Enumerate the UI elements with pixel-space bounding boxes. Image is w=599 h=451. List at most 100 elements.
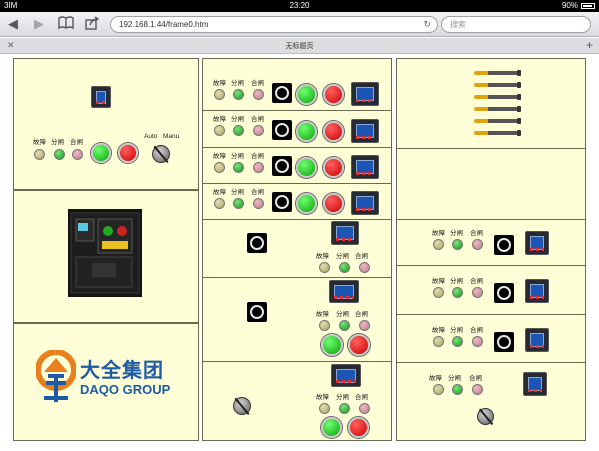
start-button[interactable] — [296, 84, 317, 105]
middle-column: 故障 分闸 合闸 故障 分闸 合闸 故障 — [202, 58, 392, 441]
small-meter-icon[interactable] — [91, 86, 111, 108]
battery-status: 90% — [562, 0, 595, 12]
power-meter[interactable] — [351, 82, 379, 106]
back-arrow-icon[interactable]: ◀ — [8, 16, 18, 31]
start-button[interactable] — [296, 157, 317, 178]
switch-status-ring[interactable] — [272, 83, 292, 103]
reload-icon[interactable]: ↻ — [423, 19, 431, 29]
stop-button[interactable] — [348, 417, 369, 438]
stop-button[interactable] — [348, 334, 370, 356]
label-close: 合闸 — [251, 153, 264, 160]
start-button[interactable] — [321, 417, 342, 438]
brand-name-en: DAQO GROUP — [80, 382, 171, 397]
fault-indicator — [433, 239, 444, 250]
new-tab-icon[interactable]: + — [585, 38, 593, 52]
label-auto: Auto — [144, 133, 158, 140]
start-button[interactable] — [296, 193, 317, 214]
start-button[interactable] — [296, 121, 317, 142]
incoming-panel: 故障 分闸 合闸 Auto Manu — [13, 58, 199, 190]
switch-status-ring[interactable] — [272, 192, 292, 212]
label-open: 分闸 — [450, 278, 463, 285]
power-meter[interactable] — [525, 231, 549, 255]
breaker-panel — [13, 190, 199, 323]
logo-panel: 大全集团 DAQO GROUP — [13, 323, 199, 441]
share-icon[interactable] — [83, 16, 101, 32]
url-text: 192.168.1.44/frame0.htm — [119, 20, 209, 29]
label-open: 分闸 — [450, 327, 463, 334]
stop-button[interactable] — [323, 84, 344, 105]
start-button[interactable] — [321, 334, 343, 356]
row-divider — [203, 147, 391, 148]
sensor-icon — [474, 130, 521, 136]
label-fault: 故障 — [213, 116, 226, 123]
label-fault: 故障 — [213, 153, 226, 160]
close-indicator — [472, 239, 483, 250]
power-meter[interactable] — [351, 119, 379, 143]
open-indicator — [233, 125, 244, 136]
fault-indicator — [214, 89, 225, 100]
close-indicator — [72, 149, 83, 160]
row-divider — [203, 361, 391, 362]
row-divider — [397, 362, 585, 363]
power-meter[interactable] — [525, 328, 549, 352]
selector-knob[interactable] — [233, 397, 251, 415]
row-divider — [203, 219, 391, 220]
switch-status-ring[interactable] — [272, 156, 292, 176]
close-indicator — [359, 320, 370, 331]
label-fault: 故障 — [429, 375, 442, 382]
switch-status-ring[interactable] — [494, 283, 514, 303]
power-meter[interactable] — [351, 155, 379, 179]
label-open: 分闸 — [448, 375, 461, 382]
label-close: 合闸 — [470, 278, 483, 285]
label-close: 合闸 — [251, 189, 264, 196]
power-meter[interactable] — [523, 372, 547, 396]
switch-status-ring[interactable] — [247, 233, 267, 253]
label-open: 分闸 — [336, 311, 349, 318]
start-button[interactable] — [91, 143, 111, 163]
stop-button[interactable] — [323, 121, 344, 142]
fault-indicator — [433, 336, 444, 347]
stop-button[interactable] — [323, 193, 344, 214]
forward-arrow-icon[interactable]: ▶ — [34, 16, 44, 31]
switch-status-ring[interactable] — [272, 120, 292, 140]
selector-knob[interactable] — [477, 408, 494, 425]
label-close: 合闸 — [470, 327, 483, 334]
stop-button[interactable] — [118, 143, 138, 163]
tab-close-icon[interactable]: ✕ — [7, 40, 15, 50]
daqo-logo-icon — [36, 350, 76, 402]
address-bar[interactable]: 192.168.1.44/frame0.htm ↻ — [110, 16, 438, 33]
label-fault: 故障 — [316, 311, 329, 318]
label-close: 合闸 — [251, 80, 264, 87]
label-close: 合闸 — [470, 230, 483, 237]
switch-status-ring[interactable] — [494, 235, 514, 255]
bookmarks-icon[interactable] — [57, 16, 75, 32]
label-open: 分闸 — [51, 139, 64, 146]
row-divider — [397, 148, 585, 149]
sensor-icon — [474, 106, 521, 112]
clock: 23:20 — [289, 1, 310, 10]
open-indicator — [339, 262, 350, 273]
label-open: 分闸 — [336, 253, 349, 260]
power-meter[interactable] — [525, 279, 549, 303]
tab-title[interactable]: 无标题页 — [285, 43, 314, 50]
power-meter[interactable] — [331, 221, 359, 245]
power-meter[interactable] — [329, 280, 359, 303]
label-fault: 故障 — [213, 189, 226, 196]
brand-name-cn: 大全集团 — [80, 360, 164, 382]
label-close: 合闸 — [355, 311, 368, 318]
auto-manu-selector-knob[interactable] — [152, 145, 170, 163]
label-close: 合闸 — [251, 116, 264, 123]
label-fault: 故障 — [316, 394, 329, 401]
open-indicator — [452, 336, 463, 347]
circuit-breaker-icon[interactable] — [68, 209, 142, 297]
switch-status-ring[interactable] — [247, 302, 267, 322]
open-indicator — [452, 239, 463, 250]
power-meter[interactable] — [331, 364, 361, 387]
label-open: 分闸 — [231, 189, 244, 196]
stop-button[interactable] — [323, 157, 344, 178]
row-divider — [203, 110, 391, 111]
power-meter[interactable] — [351, 191, 379, 215]
fault-indicator — [214, 198, 225, 209]
switch-status-ring[interactable] — [494, 332, 514, 352]
search-input[interactable]: 搜索 — [441, 16, 591, 33]
